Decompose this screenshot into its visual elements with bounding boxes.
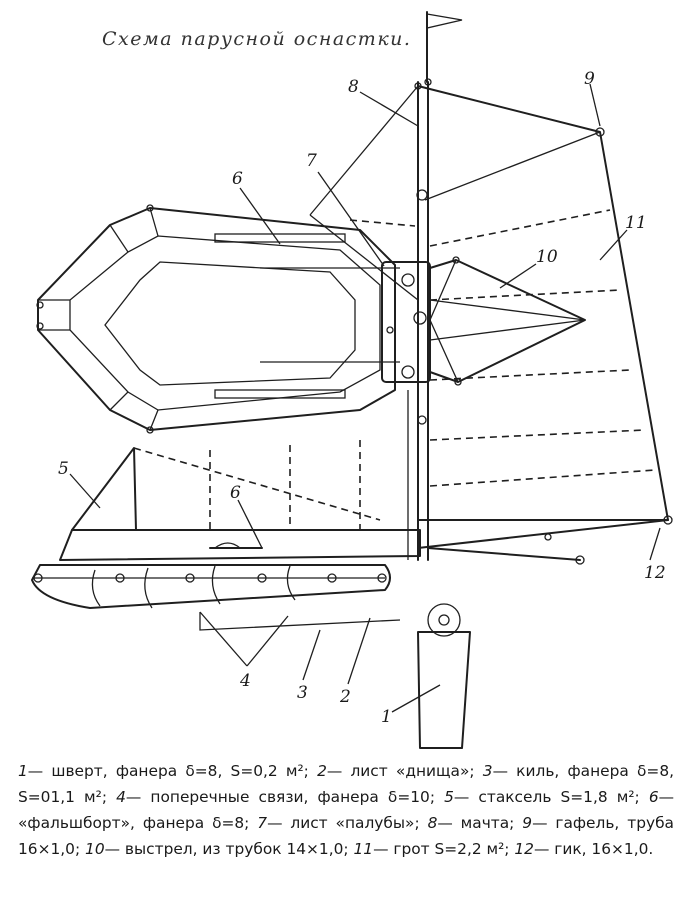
caption-number-12: 12 [514, 840, 534, 858]
label-8: 8 [348, 77, 359, 97]
deck-plate [381, 261, 431, 383]
caption-text-5: — стаксель S=1,8 м²; [453, 788, 649, 806]
callout-labels: 8 9 6 7 10 11 5 6 4 3 2 1 12 [58, 69, 666, 727]
jib-sail [71, 440, 381, 531]
caption-text-1: — шверт, фанера δ=8, S=0,2 м²; [27, 762, 318, 780]
caption-text-11: — грот S=2,2 м²; [373, 840, 515, 858]
label-11: 11 [625, 213, 647, 233]
caption-number-1: 1 [18, 762, 28, 780]
main-sail [309, 78, 669, 549]
label-10: 10 [536, 247, 558, 267]
caption-number-6: 6 [648, 788, 659, 806]
caption-text-4: — поперечные связи, фанера δ=10; [125, 788, 445, 806]
figure-caption: 1— шверт, фанера δ=8, S=0,2 м²; 2— лист … [18, 758, 674, 862]
label-3: 3 [297, 683, 308, 703]
diagram-title: Схема парусной оснастки. [102, 28, 412, 50]
caption-text-3: — киль, фанера δ=8, S=01,1 м²; [18, 762, 675, 806]
caption-number-11: 11 [353, 840, 374, 858]
caption-number-5: 5 [444, 788, 454, 806]
mast [407, 11, 463, 561]
caption-text-9: — гафель, труба 16×1,0; [18, 814, 674, 858]
leader-lines [69, 83, 661, 713]
caption-number-4: 4 [116, 788, 126, 806]
caption-text-12: — гик, 16×1,0. [533, 840, 654, 858]
caption-number-7: 7 [257, 814, 268, 832]
caption-text-2: — лист «днища»; [326, 762, 483, 780]
label-6-side: 6 [230, 483, 241, 503]
label-2: 2 [339, 687, 351, 707]
label-4: 4 [239, 671, 251, 691]
caption-number-2: 2 [317, 762, 327, 780]
caption-number-3: 3 [482, 762, 493, 780]
boat-top-view [36, 204, 400, 434]
outrigger-strut [429, 256, 586, 386]
boat-side-view [31, 515, 673, 631]
label-12: 12 [644, 563, 666, 583]
label-1: 1 [381, 707, 392, 727]
caption-number-9: 9 [522, 814, 533, 832]
label-5: 5 [58, 459, 69, 479]
caption-number-10: 10 [85, 840, 105, 858]
caption-text-6: — «фальшборт», фанера δ=8; [18, 788, 674, 832]
caption-number-8: 8 [427, 814, 438, 832]
rigging-diagram: 8 9 6 7 10 11 5 6 4 3 2 1 12 [31, 11, 673, 749]
label-7: 7 [306, 151, 317, 171]
caption-text-8: — мачта; [437, 814, 523, 832]
label-9: 9 [584, 69, 595, 89]
label-6-top: 6 [232, 169, 243, 189]
caption-text-10: — выстрел, из трубок 14×1,0; [104, 840, 354, 858]
caption-text-7: — лист «палубы»; [267, 814, 428, 832]
centerboard [417, 603, 471, 749]
